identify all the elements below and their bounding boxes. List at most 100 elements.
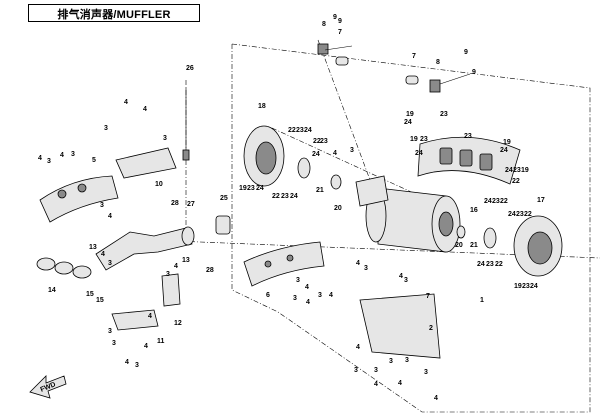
front-hanger-bracket	[405, 73, 471, 93]
part-callout: 4	[174, 263, 178, 270]
exhaust-gasket	[215, 215, 231, 235]
support-plate	[161, 273, 181, 307]
part-callout: 23	[486, 261, 494, 268]
part-callout: 3	[112, 340, 116, 347]
part-callout: 24	[484, 198, 492, 205]
part-callout: 13	[182, 257, 190, 264]
part-callout: 4	[60, 152, 64, 159]
part-callout: 25	[220, 195, 228, 202]
part-callout: 22	[495, 261, 503, 268]
part-callout: 19	[406, 111, 414, 118]
part-callout: 22	[500, 198, 508, 205]
heat-shield-middle	[243, 241, 325, 287]
part-callout: 22	[313, 138, 321, 145]
part-callout: 19	[521, 167, 529, 174]
part-callout: 22	[512, 178, 520, 185]
part-callout: 23	[247, 185, 255, 192]
part-callout: 8	[436, 59, 440, 66]
part-callout: 4	[305, 284, 309, 291]
part-callout: 19	[514, 283, 522, 290]
part-callout: 3	[364, 265, 368, 272]
rear-hanger-bracket	[317, 43, 353, 66]
part-callout: 8	[322, 21, 326, 28]
part-callout: 19	[410, 136, 418, 143]
heat-shield-front	[39, 175, 119, 223]
part-callout: 24	[477, 261, 485, 268]
part-callout: 24	[312, 151, 320, 158]
washer	[330, 174, 342, 190]
part-callout: 10	[155, 181, 163, 188]
part-callout: 1	[480, 297, 484, 304]
part-callout: 9	[338, 18, 342, 25]
part-callout: 23	[320, 138, 328, 145]
part-callout: 6	[266, 292, 270, 299]
part-callout: 26	[186, 65, 194, 72]
part-callout: 28	[206, 267, 214, 274]
part-callout: 4	[306, 299, 310, 306]
part-callout: 11	[157, 338, 165, 345]
part-callout: 23	[513, 167, 521, 174]
diagram-title: 排气消声器/MUFFLER	[57, 9, 171, 21]
part-callout: 4	[143, 106, 147, 113]
part-callout: 4	[356, 260, 360, 267]
muffler-inlet-cap	[243, 125, 285, 187]
part-callout: 24	[505, 167, 513, 174]
muffler-end-cap	[513, 215, 563, 277]
part-callout: 4	[434, 395, 438, 402]
part-callout: 9	[464, 49, 468, 56]
gasket-ring	[297, 157, 311, 179]
part-callout: 24	[290, 193, 298, 200]
part-callout: 19	[239, 185, 247, 192]
part-callout: 3	[354, 367, 358, 374]
gasket-ring	[483, 227, 497, 249]
part-callout: 23	[464, 133, 472, 140]
part-callout: 4	[374, 381, 378, 388]
part-callout: 24	[415, 150, 423, 157]
part-callout: 12	[174, 320, 182, 327]
part-callout: 3	[374, 367, 378, 374]
part-callout: 7	[338, 29, 342, 36]
part-callout: 3	[296, 277, 300, 284]
part-callout: 24	[500, 147, 508, 154]
part-callout: 3	[104, 125, 108, 132]
part-callout: 3	[47, 158, 51, 165]
part-callout: 3	[293, 295, 297, 302]
part-callout: 4	[124, 99, 128, 106]
muffler-inlet-pipe	[355, 175, 389, 207]
part-callout: 4	[144, 343, 148, 350]
assembly-outline	[231, 43, 591, 413]
part-callout: 23	[420, 136, 428, 143]
part-callout: 23	[522, 283, 530, 290]
exhaust-header-pipe	[95, 226, 195, 271]
part-callout: 4	[398, 380, 402, 387]
part-callout: 4	[108, 213, 112, 220]
part-callout: 9	[333, 14, 337, 21]
part-callout: 17	[537, 197, 545, 204]
part-callout: 3	[404, 277, 408, 284]
part-callout: 24	[508, 211, 516, 218]
part-callout: 15	[96, 297, 104, 304]
part-callout: 23	[492, 198, 500, 205]
part-callout: 4	[329, 292, 333, 299]
part-callout: 27	[187, 201, 195, 208]
heat-shield-lower	[359, 293, 441, 359]
muffler-body	[365, 187, 461, 253]
part-callout: 20	[334, 205, 342, 212]
heat-shield-manifold	[115, 147, 177, 179]
part-callout: 3	[318, 292, 322, 299]
part-callout: 21	[316, 187, 324, 194]
part-callout: 4	[38, 155, 42, 162]
part-callout: 4	[356, 344, 360, 351]
part-callout: 3	[405, 357, 409, 364]
part-callout: 16	[470, 207, 478, 214]
washer	[456, 225, 466, 239]
part-callout: 24	[304, 127, 312, 134]
part-callout: 2	[429, 325, 433, 332]
part-callout: 3	[100, 202, 104, 209]
part-callout: 4	[148, 313, 152, 320]
part-callout: 13	[89, 244, 97, 251]
part-callout: 23	[281, 193, 289, 200]
part-callout: 3	[135, 362, 139, 369]
part-callout: 24	[256, 185, 264, 192]
